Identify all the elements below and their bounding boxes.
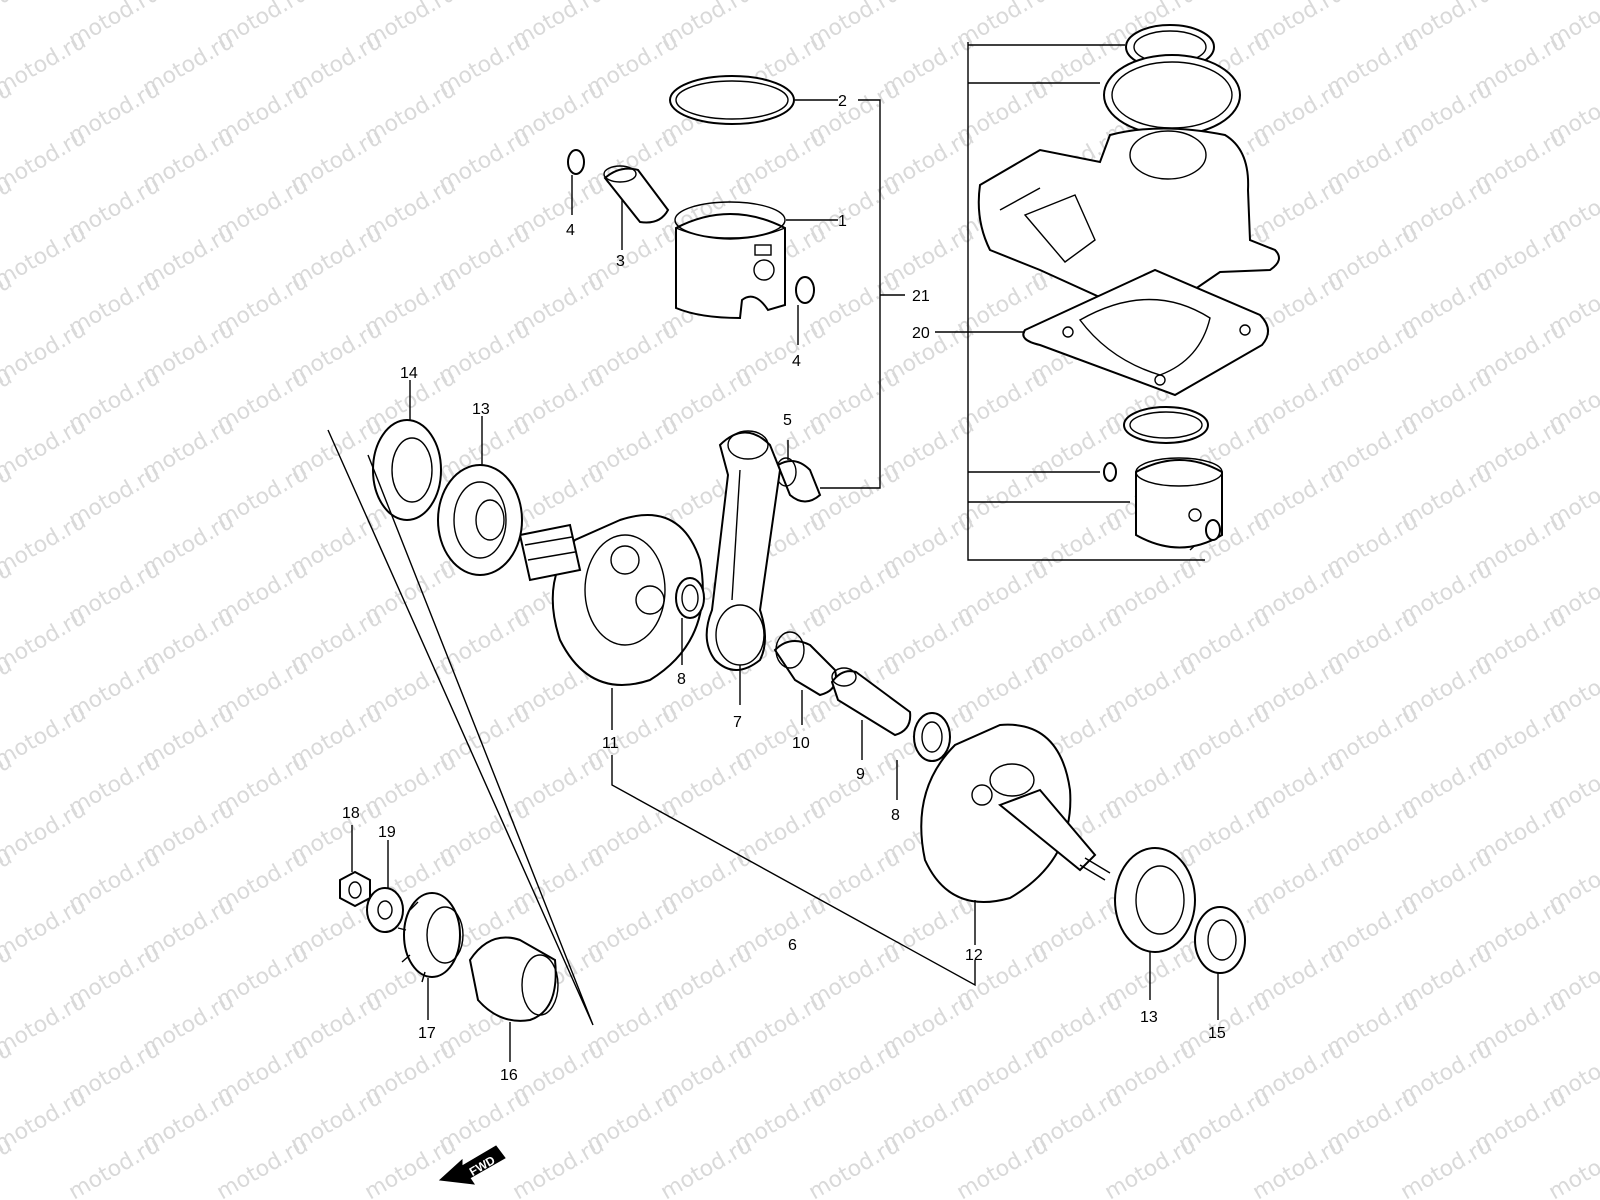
nut-18 — [339, 870, 371, 908]
watermark-text: motod.ru — [0, 125, 90, 197]
gear-17 — [397, 892, 464, 983]
watermark-text: motod.ru — [0, 701, 90, 773]
callout-2: 2 — [838, 93, 847, 110]
piston-ring-2 — [669, 75, 795, 125]
bearing-13-left — [437, 464, 523, 576]
circlip-4b — [795, 276, 815, 304]
watermark-text: motod.ru — [65, 1133, 165, 1200]
kit-seal-ring — [1103, 54, 1241, 136]
watermark-text: motod.ru — [0, 605, 90, 677]
bearing-13-right — [1114, 847, 1196, 953]
watermark-text: motod.ru — [953, 1133, 1053, 1200]
watermark-text: motod.ru — [213, 1133, 313, 1200]
spacer-16 — [468, 936, 559, 1022]
piston-pin-3 — [603, 167, 670, 224]
callout-9: 9 — [856, 766, 865, 783]
callout-18: 18 — [342, 805, 360, 822]
callout-8a: 8 — [677, 671, 686, 688]
crankshaft-taper — [998, 788, 1097, 872]
piston-group — [567, 75, 822, 503]
callout-4b: 4 — [792, 353, 801, 370]
kit-clip — [1103, 462, 1117, 482]
crank-pin-9 — [830, 670, 912, 737]
callout-10: 10 — [792, 735, 810, 752]
crank-web-11 — [518, 514, 704, 686]
watermark-text: motod.ru — [0, 797, 90, 869]
watermark-text: motod.ru — [0, 413, 90, 485]
connecting-rod-7 — [705, 430, 782, 671]
needle-bearing-10 — [773, 631, 837, 697]
callout-21: 21 — [912, 288, 930, 305]
callout-17: 17 — [418, 1025, 436, 1042]
callout-11: 11 — [602, 735, 619, 752]
watermark-text: motod.ru — [0, 989, 90, 1061]
watermark-text: motod.ru — [0, 29, 90, 101]
kit-piston-ring — [1123, 406, 1209, 444]
washer-8a — [675, 577, 705, 619]
leader-lines — [351, 99, 1219, 1062]
watermark-text: motod.ru — [1397, 1133, 1497, 1200]
cylinder-kit-group — [967, 24, 1280, 561]
cylinder — [977, 127, 1280, 322]
group-bracket — [327, 429, 594, 1026]
base-gasket — [1022, 268, 1269, 397]
callout-1: 1 — [838, 213, 847, 230]
needle-bearing-5 — [776, 460, 822, 503]
crank-web-12 — [920, 723, 1111, 903]
callout-3: 3 — [616, 253, 625, 270]
callout-15: 15 — [1208, 1025, 1226, 1042]
callout-13b: 13 — [1140, 1009, 1158, 1026]
watermark-text: motod.ru — [1545, 1133, 1600, 1200]
watermark-text: motod.ru — [509, 1133, 609, 1200]
watermark-text: motod.ru — [1101, 1133, 1201, 1200]
callout-12: 12 — [965, 947, 983, 964]
watermark-text: motod.ru — [0, 0, 16, 53]
circlip-4a — [567, 149, 585, 175]
callout-5: 5 — [783, 412, 792, 429]
watermark-text: motod.ru — [0, 221, 90, 293]
piston-1 — [675, 213, 786, 320]
callout-13a: 13 — [472, 401, 490, 418]
callout-6: 6 — [788, 937, 797, 954]
washer-8b — [913, 712, 951, 762]
watermark-text: motod.ru — [657, 1133, 757, 1200]
callout-14: 14 — [400, 365, 418, 382]
watermark-text: motod.ru — [0, 509, 90, 581]
watermark-text: motod.ru — [805, 1133, 905, 1200]
watermark-text: motod.ru — [0, 1085, 90, 1157]
callout-16: 16 — [500, 1067, 518, 1084]
callout-19: 19 — [378, 824, 396, 841]
callout-20: 20 — [912, 325, 930, 342]
watermark-text: motod.ru — [361, 1133, 461, 1200]
watermark-text: motod.ru — [0, 317, 90, 389]
oil-seal-14 — [372, 419, 442, 521]
oil-seal-15 — [1194, 906, 1246, 974]
callout-7: 7 — [733, 714, 742, 731]
callout-8b: 8 — [891, 807, 900, 824]
callout-labels: 1 2 3 4 4 5 6 7 8 8 9 10 11 12 13 13 14 … — [342, 93, 1226, 1084]
kit-box-outline — [967, 42, 1205, 561]
kit-piston — [1135, 459, 1223, 549]
washer-19 — [366, 887, 404, 933]
watermark-text: motod.ru — [1249, 1133, 1349, 1200]
watermark-text: motod.ru — [0, 893, 90, 965]
callout-4a: 4 — [566, 222, 575, 239]
